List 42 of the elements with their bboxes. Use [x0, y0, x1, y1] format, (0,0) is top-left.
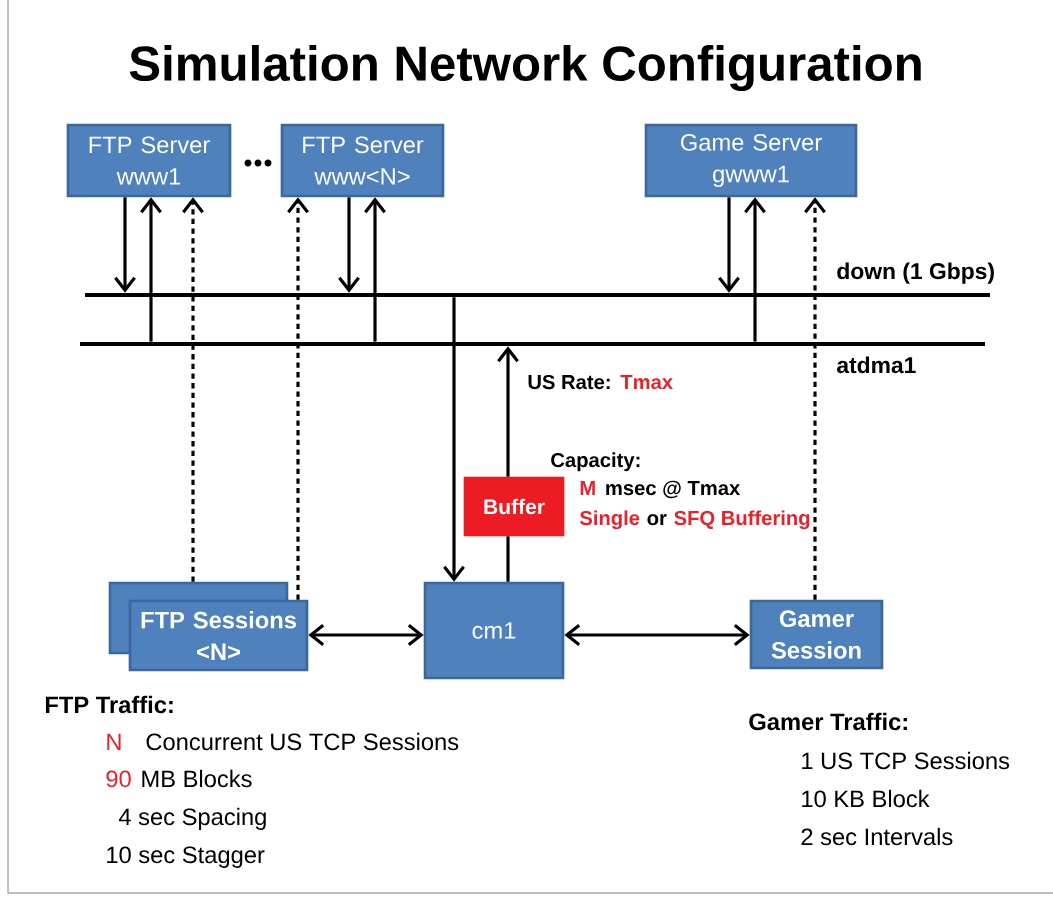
arrow: [564, 624, 750, 646]
arrow: [308, 624, 424, 646]
dotted-arrow: [287, 197, 309, 600]
note-text: 10 sec Stagger: [107, 846, 265, 868]
heading: Gamer Traffic:: [749, 712, 907, 731]
note-text: Single: [579, 510, 640, 530]
note-text: Capacity:: [551, 452, 640, 472]
note-text: 90: [106, 770, 131, 788]
session-box: FTP Sessions <N>: [128, 599, 309, 672]
dotted-arrow: [182, 197, 204, 582]
server-box: FTP Server www1: [66, 123, 232, 198]
session-box: Gamer Session: [749, 599, 884, 670]
arrow: [497, 346, 519, 477]
arrow: [443, 297, 465, 582]
note-text: N: [107, 733, 121, 750]
note-text: SFQ Buffering: [674, 510, 810, 530]
note-text: 2 sec Intervals: [801, 827, 953, 846]
arrow: [744, 197, 766, 342]
arrow: [364, 197, 386, 342]
connector-line: [506, 536, 510, 582]
note-text: MB Blocks: [142, 769, 252, 788]
server-box: FTP Server www<N>: [280, 123, 445, 198]
note-text: or: [647, 514, 667, 526]
modem-box: cm1: [423, 581, 565, 680]
note-text: 10 KB Block: [802, 789, 930, 808]
bus-label: down (1 Gbps): [837, 262, 994, 284]
arrow: [114, 197, 136, 293]
heading: FTP Traffic:: [45, 695, 173, 714]
note-text: msec @ Tmax: [606, 480, 741, 499]
note-text: Concurrent US TCP Sessions: [146, 732, 459, 751]
note-text: Tmax: [620, 375, 673, 390]
arrow: [338, 197, 360, 293]
buffer-box: Buffer: [463, 476, 565, 537]
note-text: 1 US TCP Sessions: [802, 751, 1010, 770]
note-text: US Rate:: [528, 374, 610, 390]
title: Simulation Network Configuration: [129, 45, 921, 92]
dotted-arrow: [804, 197, 826, 600]
arrow: [140, 197, 162, 342]
note-text: 4 sec Spacing: [118, 807, 266, 830]
bus-label: atdma1: [837, 356, 916, 374]
arrow: [718, 197, 740, 293]
server-box: Game Server gwww1: [644, 123, 858, 198]
